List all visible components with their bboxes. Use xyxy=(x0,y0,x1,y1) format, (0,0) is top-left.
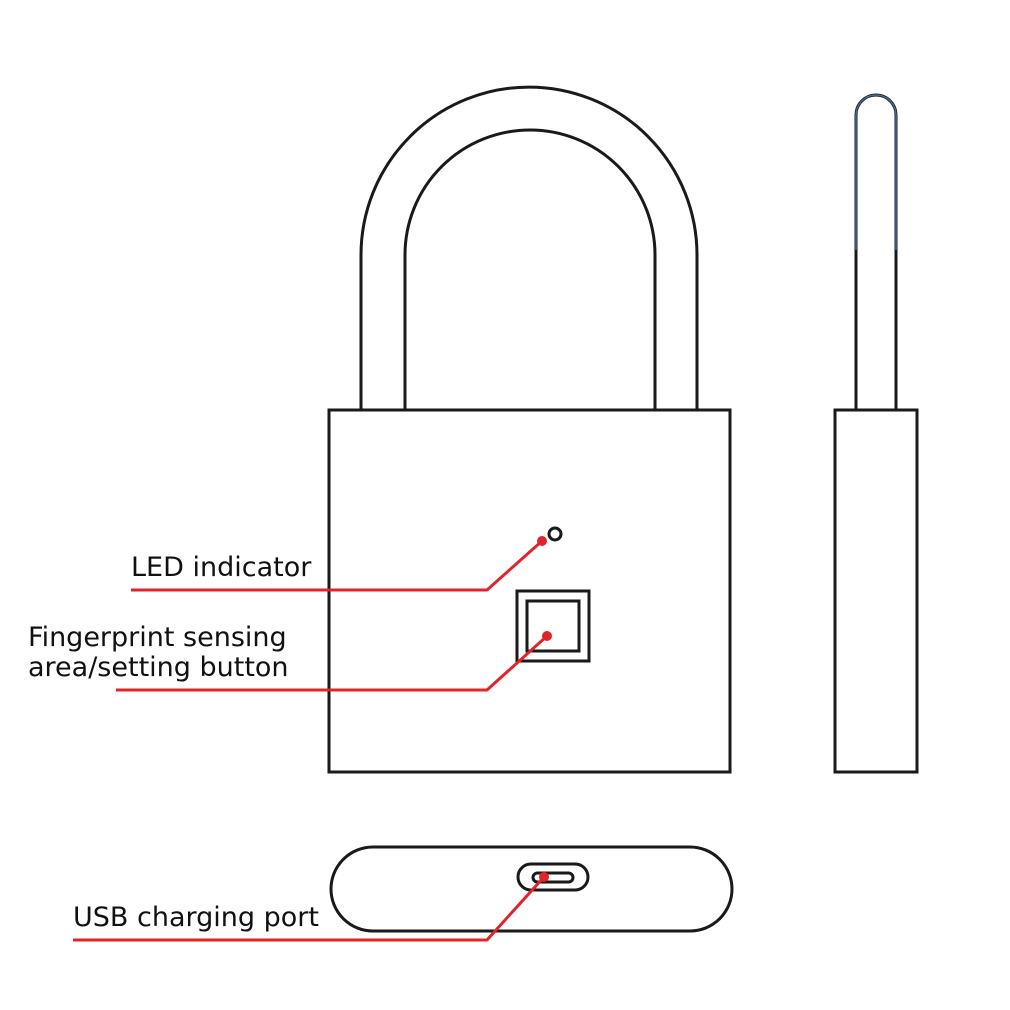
leader-lines xyxy=(73,536,552,942)
side-shackle-accent xyxy=(855,94,897,250)
labels: LED indicator Fingerprint sensing area/s… xyxy=(28,552,319,933)
led-indicator-label: LED indicator xyxy=(131,552,312,583)
bottom-body xyxy=(329,845,734,933)
usb-port-inner xyxy=(531,871,575,884)
led-leader-dot xyxy=(537,536,547,546)
fingerprint-sensor-inner xyxy=(525,599,581,653)
shackle-inner xyxy=(403,128,657,410)
padlock-side-icon xyxy=(833,93,919,774)
usb-leader xyxy=(73,875,546,942)
fingerprint-leader-dot xyxy=(542,631,552,641)
usb-leader-dot xyxy=(539,872,549,882)
padlock-front-icon xyxy=(327,85,732,774)
shackle-outer xyxy=(359,85,699,410)
led-indicator xyxy=(547,526,563,542)
fingerprint-label-line1: Fingerprint sensing xyxy=(28,622,287,653)
fingerprint-leader xyxy=(116,634,549,692)
led-leader xyxy=(131,539,543,592)
fingerprint-label-line2: area/setting button xyxy=(28,652,289,683)
usb-port-label: USB charging port xyxy=(73,902,319,933)
side-body xyxy=(833,408,919,774)
fingerprint-sensor-outer xyxy=(515,589,591,663)
usb-port-outer xyxy=(516,862,590,892)
side-shackle xyxy=(854,93,898,410)
padlock-bottom-icon xyxy=(329,845,734,933)
